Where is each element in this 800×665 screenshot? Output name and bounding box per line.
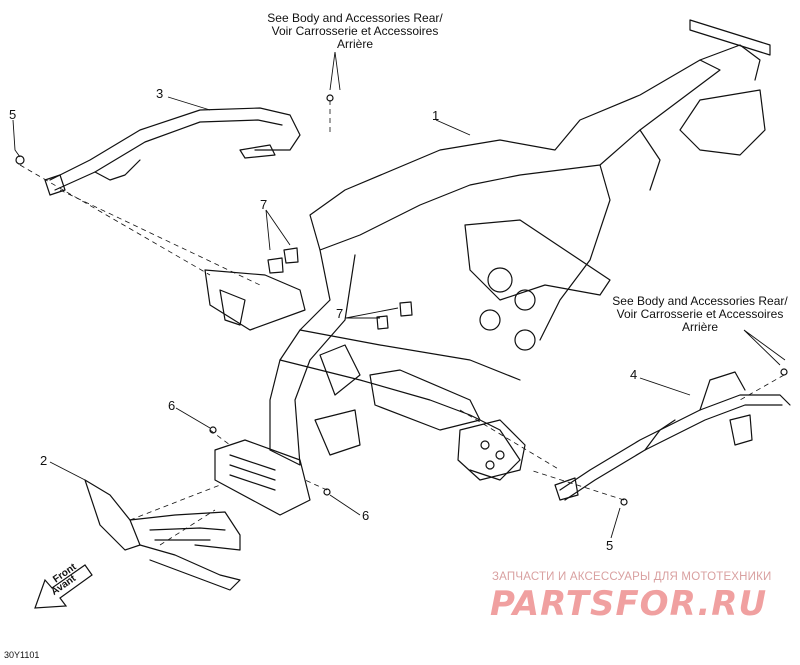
callout-3: 3 [156, 86, 164, 101]
callout-5-left: 5 [9, 107, 17, 122]
callout-1: 1 [432, 108, 440, 123]
note-top-line-1: See Body and Accessories Rear/ [267, 11, 443, 25]
brackets-part-7 [267, 247, 413, 330]
rear-right-bracket-part-4 [554, 371, 791, 501]
watermark-logo: PARTSFOR.RU [490, 584, 768, 624]
note-right-line-1: See Body and Accessories Rear/ [612, 294, 788, 308]
front-direction-arrow: Front Avant [30, 560, 100, 615]
callout-4: 4 [630, 367, 638, 382]
callout-6-upper: 6 [168, 398, 176, 413]
callout-5-right: 5 [606, 538, 614, 553]
watermark-tagline: ЗАПЧАСТИ И АКСЕССУАРЫ ДЛЯ МОТОТЕХНИКИ [492, 571, 772, 583]
note-top-line-3: Arrière [336, 37, 373, 51]
see-body-note-right: See Body and Accessories Rear/ Voir Carr… [595, 295, 800, 334]
fasteners [15, 94, 788, 506]
note-right-line-3: Arrière [681, 320, 718, 334]
front-bumper-part-2 [84, 479, 241, 591]
callout-2: 2 [40, 453, 48, 468]
callout-7-upper: 7 [260, 197, 268, 212]
main-frame-part-1 [204, 19, 771, 516]
note-right-line-2: Voir Carrosserie et Accessoires [616, 307, 784, 321]
note-top-line-2: Voir Carrosserie et Accessoires [271, 24, 439, 38]
diagram-reference-code: 30Y1101 [4, 650, 40, 660]
see-body-note-top: See Body and Accessories Rear/ Voir Carr… [240, 12, 470, 51]
callout-7-lower: 7 [336, 306, 344, 321]
callout-6-lower: 6 [362, 508, 370, 523]
front-arrow-icon [34, 564, 93, 609]
rear-left-bracket-part-3 [44, 107, 301, 196]
